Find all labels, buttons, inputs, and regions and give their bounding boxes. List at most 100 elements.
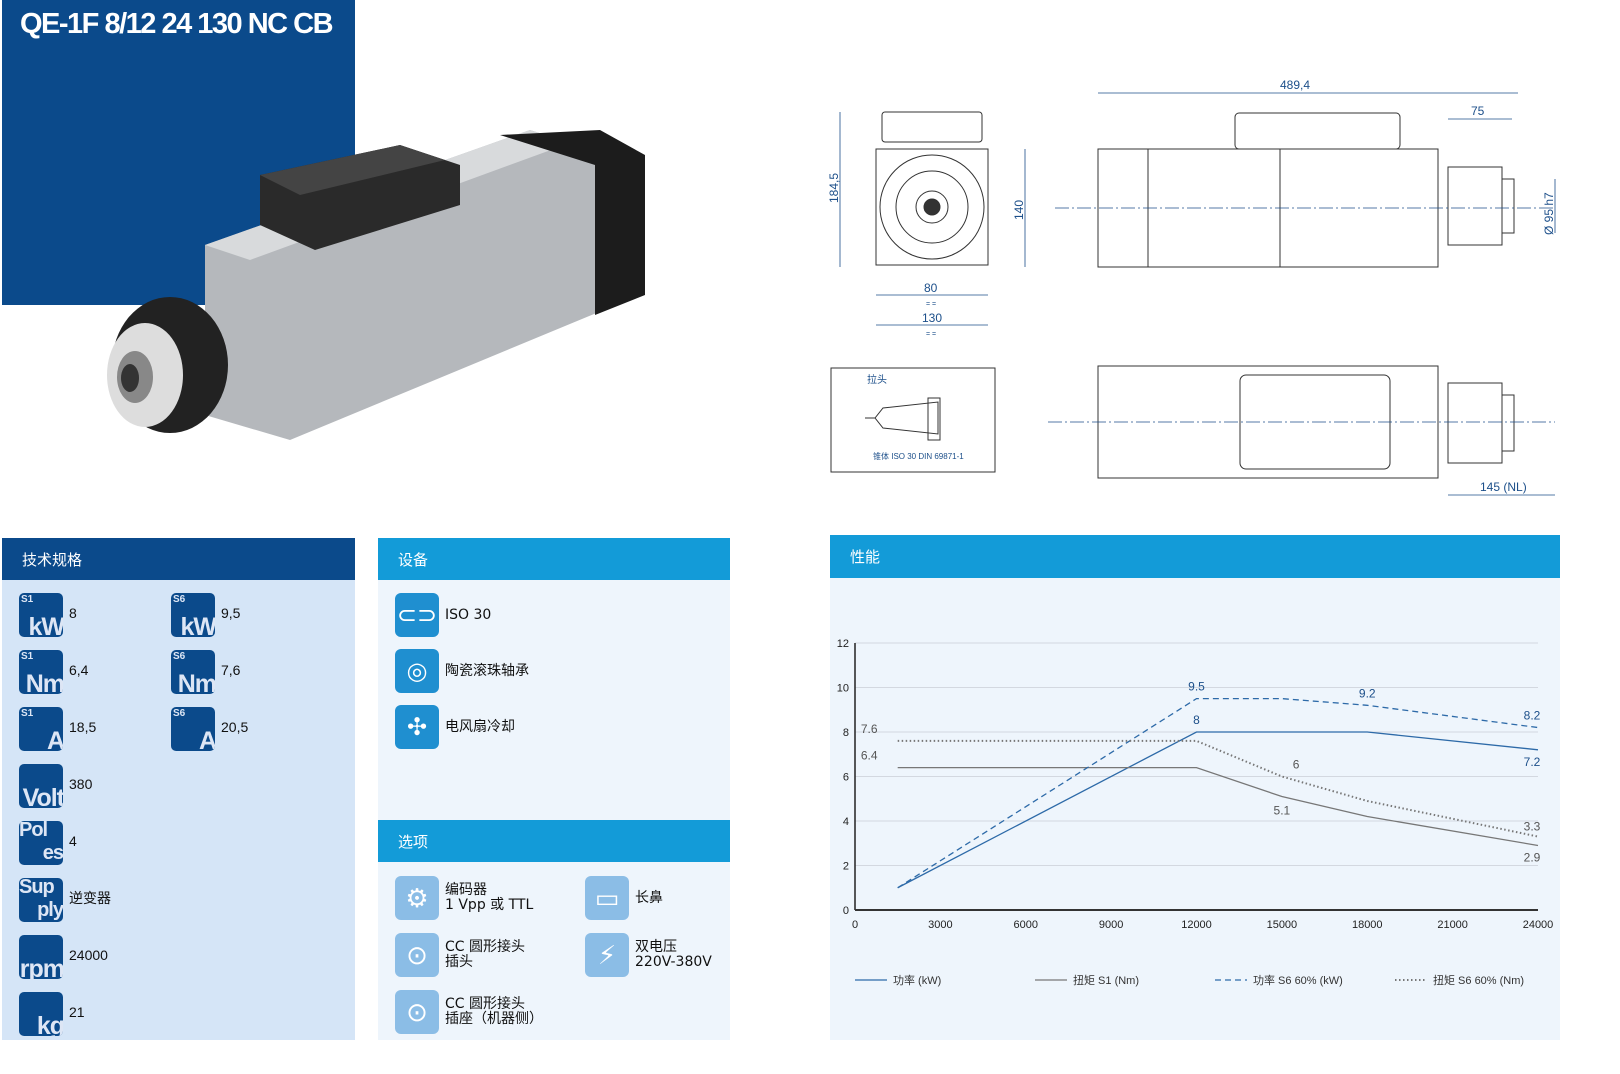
data-label: 8.2 xyxy=(1524,709,1541,723)
spec-value: 9,5 xyxy=(221,605,241,621)
legend-label: 扭矩 S1 (Nm) xyxy=(1073,975,1139,987)
fan-icon: ✣ xyxy=(395,705,439,749)
ceramic-bearing-icon: ◎ xyxy=(395,649,439,693)
series-line-3 xyxy=(897,739,1539,838)
legend-item: 功率 S6 60% (kW) xyxy=(1215,972,1343,988)
x-tick-label: 18000 xyxy=(1352,919,1383,931)
y-tick-label: 6 xyxy=(843,772,849,784)
spec-unit: Nm xyxy=(177,670,215,695)
spec-unit: A xyxy=(198,727,215,752)
dim-eq-1: = = xyxy=(926,301,936,308)
spec-kg: kg 21 xyxy=(19,992,85,1036)
spec-value: 4 xyxy=(69,833,77,849)
data-label: 5.1 xyxy=(1274,804,1291,818)
spec-unit: rpm xyxy=(19,955,63,980)
technical-drawings: 184,5 140 80 = = 130 = = 489,4 75 Ø 95 h… xyxy=(827,78,1556,496)
x-tick-label: 9000 xyxy=(1099,919,1123,931)
x-tick-label: 15000 xyxy=(1267,919,1298,931)
dim-130: 130 xyxy=(922,311,942,325)
product-title: QE-1F 8/12 24 130 NC CB xyxy=(20,8,334,40)
spec-unit: A xyxy=(46,727,63,752)
equipment-label: 电风扇冷却 xyxy=(445,718,515,735)
spec-value: 21 xyxy=(69,1004,85,1020)
data-label: 2.9 xyxy=(1524,850,1541,864)
dim-height: 184,5 xyxy=(827,173,841,203)
data-label: 6 xyxy=(1293,758,1300,772)
data-label: 9.2 xyxy=(1359,686,1376,700)
y-tick-label: 0 xyxy=(843,905,849,917)
spec-value: 18,5 xyxy=(69,719,97,735)
spec-unit-part1: Pol xyxy=(19,821,48,841)
dim-nose: 75 xyxy=(1471,104,1485,118)
volt-icon: Volt xyxy=(19,764,63,808)
x-tick-label: 24000 xyxy=(1523,919,1554,931)
x-tick-label: 6000 xyxy=(1014,919,1038,931)
dim-side: 140 xyxy=(1012,200,1026,220)
spec-value: 20,5 xyxy=(221,719,249,735)
x-tick-label: 0 xyxy=(852,919,858,931)
spec-unit: kg xyxy=(36,1012,63,1037)
dim-80: 80 xyxy=(924,281,938,295)
legend-swatch xyxy=(1395,979,1427,981)
equipment-label: 陶瓷滚珠轴承 xyxy=(445,662,529,679)
performance-header: 性能 xyxy=(830,535,1560,578)
legend-item: 扭矩 S6 60% (Nm) xyxy=(1395,972,1524,988)
spec-duty: S1 xyxy=(21,708,34,719)
series-line-2 xyxy=(897,697,1539,889)
dim-eq-2: = = xyxy=(926,331,936,338)
spec-unit: kW xyxy=(180,613,216,638)
y-tick-label: 10 xyxy=(837,683,849,695)
spec-value: 7,6 xyxy=(221,662,241,678)
spec-value: 8 xyxy=(69,605,77,621)
y-tick-label: 4 xyxy=(843,816,849,828)
option-item: ▭长鼻 xyxy=(585,876,663,920)
spindle-photo xyxy=(107,130,645,440)
options-header: 选项 xyxy=(378,820,730,862)
performance-panel xyxy=(830,535,1560,1040)
spec-unit-part2: es xyxy=(42,842,63,864)
rpm-icon: rpm xyxy=(19,935,63,979)
spec-unit: Nm xyxy=(25,670,63,695)
taper-label: 锥体 ISO 30 DIN 69871-1 xyxy=(873,451,964,461)
y-tick-label: 2 xyxy=(843,861,849,873)
data-label: 9.5 xyxy=(1188,680,1205,694)
pull-stud-label: 拉头 xyxy=(867,373,887,386)
data-label: 3.3 xyxy=(1524,820,1541,834)
spec-volt: Volt 380 xyxy=(19,764,92,808)
plug-f-icon: ⊙ xyxy=(395,990,439,1034)
spec-unit-part2: ply xyxy=(37,899,63,921)
data-label: 8 xyxy=(1193,713,1200,727)
spec-value: 380 xyxy=(69,776,93,792)
specs-header: 技术规格 xyxy=(2,538,355,580)
kg-icon: kg xyxy=(19,992,63,1036)
data-label: 7.2 xyxy=(1524,755,1541,769)
spec-duty: S1 xyxy=(21,594,34,605)
option-item: ⊙CC 圆形接头插头 xyxy=(395,933,525,977)
option-label: 长鼻 xyxy=(635,889,663,906)
dim-length: 489,4 xyxy=(1280,78,1310,92)
spec-value: 24000 xyxy=(69,947,108,963)
dim-diameter: Ø 95 h7 xyxy=(1542,192,1556,235)
spec-value: 6,4 xyxy=(69,662,89,678)
spec-duty: S1 xyxy=(21,651,34,662)
iso30-icon: ⊂⊃ xyxy=(395,593,439,637)
spec-unit: Volt xyxy=(22,784,63,809)
spec-duty: S6 xyxy=(173,651,186,662)
option-label: CC 圆形接头插头 xyxy=(445,939,526,970)
legend-item: 扭矩 S1 (Nm) xyxy=(1035,972,1139,988)
equipment-header: 设备 xyxy=(378,538,730,580)
x-tick-label: 3000 xyxy=(928,919,952,931)
data-label: 6.4 xyxy=(861,749,878,763)
x-tick-label: 21000 xyxy=(1437,919,1468,931)
